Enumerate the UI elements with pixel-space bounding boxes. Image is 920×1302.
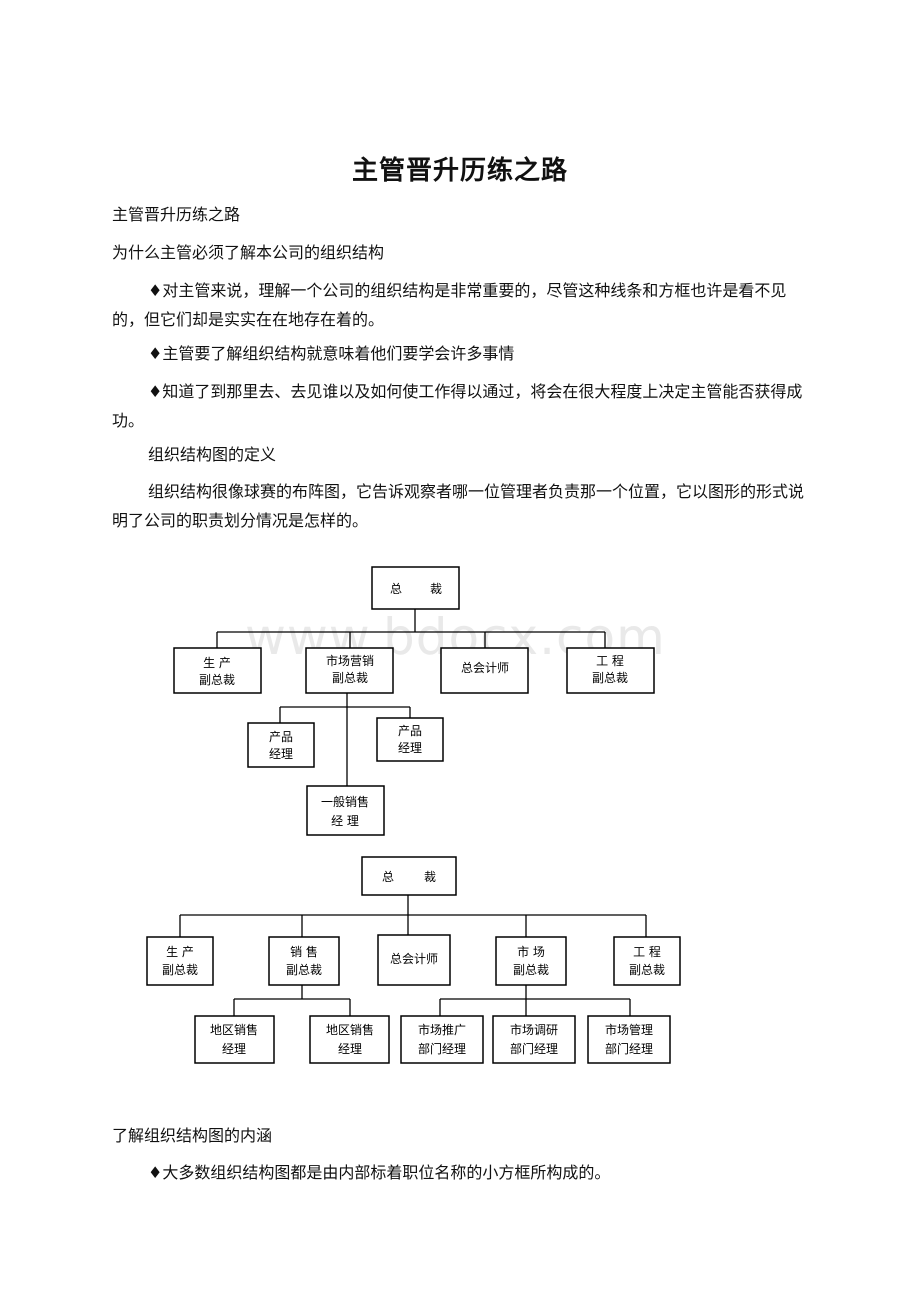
c2-vp-engineering-line1: 工 程 <box>633 944 661 959</box>
c2-promotion-mgr-line2: 部门经理 <box>418 1041 466 1056</box>
c1-sales-mgr-line1: 一般销售 <box>321 794 369 809</box>
c1-sales-mgr-line2: 经 理 <box>331 814 359 828</box>
c1-product-mgr-2-box <box>376 717 444 762</box>
c1-vp-engineering-line2: 副总裁 <box>592 671 628 685</box>
c2-vp-sales-box <box>268 936 340 986</box>
c1-vp-marketing-box <box>305 647 394 694</box>
paragraph-bullet-4: ♦大多数组织结构图都是由内部标着职位名称的小方框所构成的。 <box>148 1163 611 1182</box>
c1-sales-mgr-box <box>306 785 385 836</box>
c2-vp-marketing-box <box>495 936 567 986</box>
c1-controller-box <box>440 647 529 694</box>
c2-president-label-b: 裁 <box>424 870 436 884</box>
c1-vp-engineering-box <box>566 647 655 694</box>
c2-regional-sales-2-line2: 经理 <box>338 1042 362 1056</box>
paragraph-bullet-1: ♦对主管来说，理解一个公司的组织结构是非常重要的，尽管这种线条和方框也许是看不见… <box>112 281 787 329</box>
c2-research-mgr-line2: 部门经理 <box>510 1041 558 1056</box>
c2-vp-production-line2: 副总裁 <box>162 963 198 977</box>
c1-vp-engineering-line1: 工 程 <box>596 653 624 668</box>
c1-president-label-b: 裁 <box>430 582 442 596</box>
c1-product-mgr-1-box <box>247 722 315 768</box>
c2-vp-sales-line2: 副总裁 <box>286 963 322 977</box>
paragraph-heading-2: 为什么主管必须了解本公司的组织结构 <box>112 243 385 262</box>
c2-vp-production-line1: 生 产 <box>166 945 194 959</box>
c1-president-box <box>371 566 460 610</box>
c2-vp-engineering-line2: 副总裁 <box>629 963 665 977</box>
c2-marketing-mgr-line2: 部门经理 <box>605 1041 653 1056</box>
c1-controller-line1: 总会计师 <box>461 661 509 675</box>
c2-marketing-mgr-box <box>587 1015 671 1064</box>
paragraph-heading-3: 组织结构图的定义 <box>148 445 277 464</box>
c2-promotion-mgr-box <box>400 1015 484 1064</box>
c1-president-label-a: 总 <box>390 582 402 596</box>
c1-vp-production-box <box>173 647 262 694</box>
c2-president-label-a: 总 <box>382 870 394 884</box>
document-title: 主管晋升历练之路 <box>351 156 568 186</box>
paragraph-heading-4: 了解组织结构图的内涵 <box>112 1126 273 1145</box>
c1-product-mgr-2-line2: 经理 <box>398 741 422 755</box>
c1-vp-production-line2: 副总裁 <box>199 673 235 687</box>
c2-vp-marketing-line2: 副总裁 <box>513 963 549 977</box>
c2-controller-box <box>377 934 451 986</box>
paragraph-bullet-2: ♦主管要了解组织结构就意味着他们要学会许多事情 <box>148 344 515 363</box>
c2-controller-line1: 总会计师 <box>390 952 438 966</box>
c1-vp-marketing-line1: 市场营销 <box>326 653 374 668</box>
c2-regional-sales-1-line2: 经理 <box>222 1042 246 1056</box>
c2-research-mgr-box <box>492 1015 576 1064</box>
c1-product-mgr-1-line2: 经理 <box>269 747 293 761</box>
paragraph-heading-1: 主管晋升历练之路 <box>112 205 241 224</box>
c2-marketing-mgr-line1: 市场管理 <box>605 1022 653 1037</box>
paragraph-definition: 组织结构很像球赛的布阵图，它告诉观察者哪一位管理者负责那一个位置，它以图形的形式… <box>112 482 805 530</box>
c2-regional-sales-2-box <box>309 1015 390 1064</box>
c2-regional-sales-1-box <box>194 1015 275 1064</box>
c1-vp-marketing-line2: 副总裁 <box>332 671 368 685</box>
c1-product-mgr-1-line1: 产品 <box>269 730 293 744</box>
c2-vp-marketing-line1: 市 场 <box>517 944 545 959</box>
c2-promotion-mgr-line1: 市场推广 <box>418 1022 466 1037</box>
c2-research-mgr-line1: 市场调研 <box>510 1022 558 1037</box>
paragraph-bullet-3: ♦知道了到那里去、去见谁以及如何使工作得以通过，将会在很大程度上决定主管能否获得… <box>112 382 803 430</box>
c1-vp-production-line1: 生 产 <box>203 656 231 670</box>
c2-vp-engineering-box <box>613 936 681 986</box>
c2-vp-sales-line1: 销 售 <box>290 944 318 959</box>
c2-president-box <box>361 856 457 896</box>
c1-product-mgr-2-line1: 产品 <box>398 724 422 738</box>
c2-regional-sales-1-line1: 地区销售 <box>210 1022 258 1037</box>
c2-regional-sales-2-line1: 地区销售 <box>326 1022 374 1037</box>
c2-vp-production-box <box>146 936 214 986</box>
